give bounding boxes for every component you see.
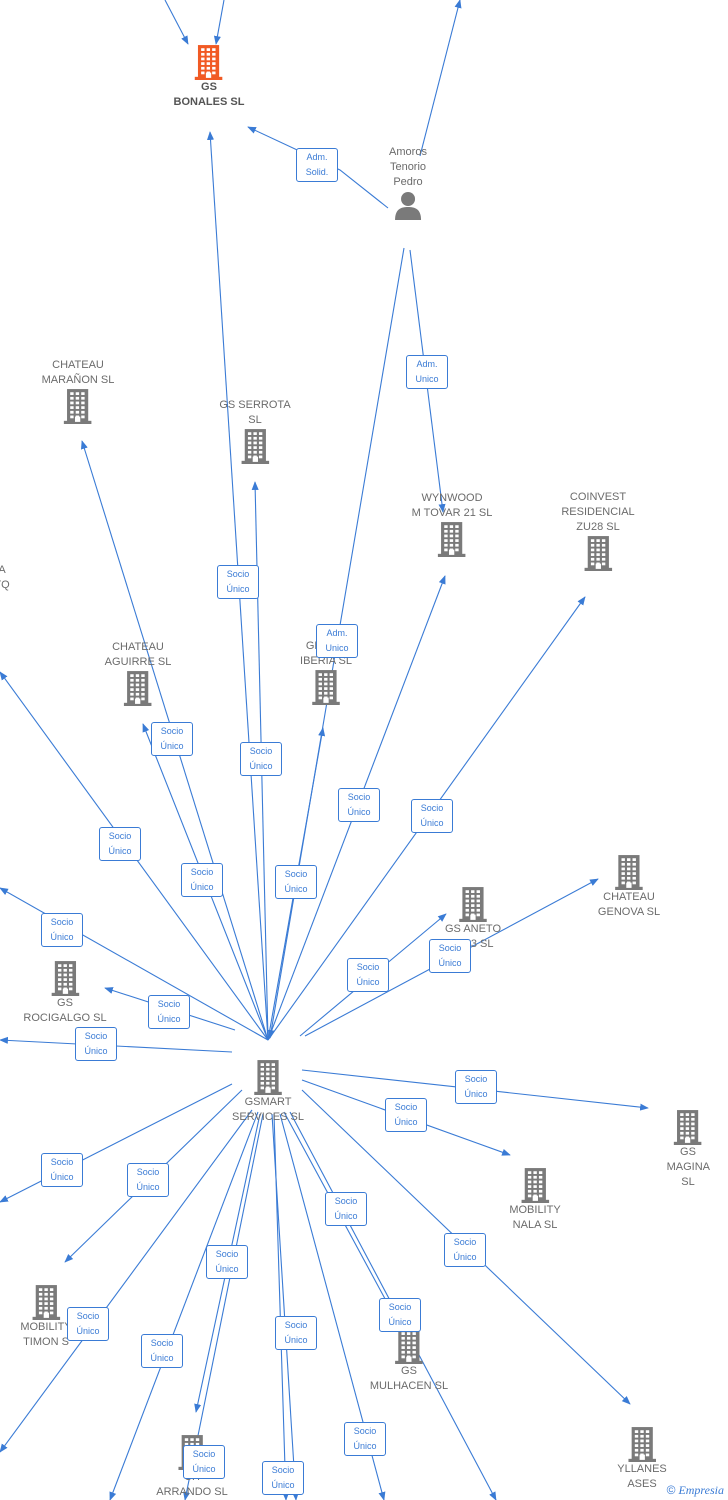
edge-label-20[interactable]: Socio Único <box>183 1445 225 1479</box>
edge-label-26[interactable]: Socio Único <box>444 1233 486 1267</box>
building-icon <box>445 886 501 922</box>
node-label: CHATEAU GENOVA SL <box>597 891 661 918</box>
edge-label-11[interactable]: Socio Único <box>347 958 389 992</box>
node-timon[interactable]: MOBILITY TIMON S <box>20 1284 72 1350</box>
edge-31 <box>164 0 189 45</box>
node-label: WYNWOOD M TOVAR 21 SL <box>411 492 493 519</box>
edge-label-3[interactable]: Socio Único <box>338 788 380 822</box>
building-icon <box>174 44 245 80</box>
edges <box>0 0 649 1500</box>
building-icon <box>219 428 290 464</box>
node-label: GSMART SERVICES SL <box>232 1096 304 1123</box>
edge-label-8[interactable]: Socio Único <box>41 913 83 947</box>
edge-label-15[interactable]: Socio Único <box>41 1153 83 1187</box>
node-label: GS SERROTA SL <box>219 399 291 426</box>
node-genova[interactable]: CHATEAU GENOVA SL <box>598 854 660 920</box>
copyright-symbol: © <box>666 1483 676 1497</box>
building-icon <box>667 1109 710 1145</box>
node-mulhacen[interactable]: GS MULHACEN SL <box>370 1328 448 1394</box>
brand-name: Empresia <box>678 1483 724 1497</box>
building-icon <box>105 670 172 706</box>
edge-label-14[interactable]: Socio Único <box>385 1098 427 1132</box>
node-label: COINVEST RESIDENCIAL ZU28 SL <box>561 491 635 533</box>
node-label: A TQ <box>0 564 10 591</box>
node-rocigalgo[interactable]: GS ROCIGALGO SL <box>23 960 107 1026</box>
node-label: YLLANES ASES <box>617 1463 667 1490</box>
edge-label-1[interactable]: Socio Único <box>240 742 282 776</box>
node-label: GS MAGINA SL <box>666 1146 711 1188</box>
edge-30 <box>419 0 462 157</box>
node-label: Amoros Tenorio Pedro <box>389 146 427 188</box>
node-label: CHATEAU MARAÑON SL <box>41 359 115 386</box>
node-nala[interactable]: MOBILITY NALA SL <box>509 1167 561 1233</box>
building-icon <box>598 854 660 890</box>
edge-32 <box>213 0 225 45</box>
building-icon <box>509 1167 560 1203</box>
edge-label-27[interactable]: Adm. Solid. <box>296 148 338 182</box>
node-yllanes[interactable]: YLLANES ASES <box>617 1426 667 1492</box>
edge-label-16[interactable]: Socio Único <box>127 1163 169 1197</box>
node-bonales[interactable]: GS BONALES SL <box>173 44 245 110</box>
edge-label-12[interactable]: Socio Único <box>429 939 471 973</box>
edge-label-13[interactable]: Socio Único <box>455 1070 497 1104</box>
building-icon <box>300 669 352 705</box>
edge-18 <box>109 1111 259 1500</box>
edge-label-9[interactable]: Socio Único <box>148 995 190 1029</box>
node-magina[interactable]: GS MAGINA SL <box>667 1109 710 1190</box>
node-partial_left[interactable]: A TQ <box>0 563 10 593</box>
edge-label-21[interactable]: Socio Único <box>275 1316 317 1350</box>
node-label: GS MULHACEN SL <box>369 1365 449 1392</box>
node-serrota[interactable]: GS SERROTA SL <box>219 398 291 464</box>
edge-label-18[interactable]: Socio Único <box>141 1334 183 1368</box>
edge-label-6[interactable]: Socio Único <box>181 863 223 897</box>
footer-brand[interactable]: © Empresia <box>667 1483 724 1498</box>
edge-label-23[interactable]: Socio Único <box>344 1422 386 1456</box>
edge-17 <box>0 1109 253 1453</box>
edge-15 <box>0 1083 233 1203</box>
building-icon <box>617 1426 667 1462</box>
node-coinvest[interactable]: COINVEST RESIDENCIAL ZU28 SL <box>561 490 635 571</box>
edge-label-24[interactable]: Socio Único <box>325 1192 367 1226</box>
node-wynwood[interactable]: WYNWOOD M TOVAR 21 SL <box>411 491 493 557</box>
building-icon <box>42 388 115 424</box>
building-icon <box>20 1284 71 1320</box>
node-label: GS ROCIGALGO SL <box>23 997 107 1024</box>
edge-label-19[interactable]: Socio Único <box>206 1245 248 1279</box>
building-icon <box>370 1328 448 1364</box>
edge-22 <box>273 1113 290 1500</box>
node-label: MOBILITY NALA SL <box>509 1204 561 1231</box>
edge-label-28[interactable]: Adm. Unico <box>406 355 448 389</box>
building-icon <box>23 960 106 996</box>
edge-label-25[interactable]: Socio Único <box>379 1298 421 1332</box>
building-icon <box>232 1059 304 1095</box>
node-label: MOBILITY TIMON S <box>20 1321 72 1348</box>
node-label: GS BONALES SL <box>173 81 245 108</box>
building-icon <box>412 521 493 557</box>
node-amoros[interactable]: Amoros Tenorio Pedro <box>389 145 427 220</box>
edge-label-22[interactable]: Socio Único <box>262 1461 304 1495</box>
node-maranon[interactable]: CHATEAU MARAÑON SL <box>41 358 115 424</box>
edge-27 <box>247 126 389 209</box>
node-gsmart[interactable]: GSMART SERVICES SL <box>232 1059 304 1125</box>
edge-label-17[interactable]: Socio Único <box>67 1307 109 1341</box>
edge-label-0[interactable]: Socio Único <box>217 565 259 599</box>
edge-label-10[interactable]: Socio Único <box>75 1027 117 1061</box>
node-aguirre[interactable]: CHATEAU AGUIRRE SL <box>104 640 172 706</box>
person-icon <box>389 190 427 220</box>
edge-label-29[interactable]: Adm. Unico <box>316 624 358 658</box>
edge-label-4[interactable]: Socio Único <box>411 799 453 833</box>
edge-label-7[interactable]: Socio Único <box>99 827 141 861</box>
node-label: CHATEAU AGUIRRE SL <box>104 641 172 668</box>
building-icon <box>561 535 634 571</box>
edge-label-2[interactable]: Socio Único <box>151 722 193 756</box>
edge-label-5[interactable]: Socio Único <box>275 865 317 899</box>
